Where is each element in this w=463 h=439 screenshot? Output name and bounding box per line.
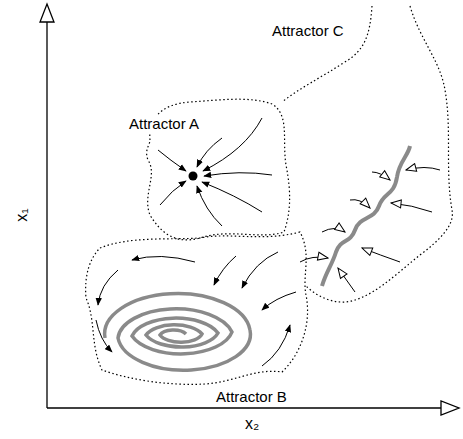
- flow-arrow: [96, 320, 112, 352]
- basin-boundary: [282, 6, 372, 102]
- flow-arrow: [362, 248, 400, 262]
- flow-arrow: [300, 257, 328, 262]
- fixed-point: [189, 172, 198, 181]
- flow-arrow: [372, 172, 390, 180]
- spiral-trajectory: [105, 294, 251, 371]
- flow-arrow: [202, 182, 262, 212]
- basin-region: Attractor B: [78, 224, 328, 408]
- flow-arrow: [350, 200, 370, 208]
- flow-arrow: [160, 181, 186, 205]
- basin-outline: [78, 224, 328, 408]
- flow-arrow: [197, 186, 222, 226]
- axis-arrowhead: [40, 4, 54, 22]
- attractor-label: Attractor C: [270, 22, 346, 39]
- flow-arrow: [204, 173, 272, 176]
- flow-arrow: [322, 229, 345, 233]
- basin-boundary: [305, 6, 452, 302]
- flow-arrows: [96, 252, 296, 366]
- flow-arrow: [132, 256, 195, 262]
- flow-arrows: [158, 118, 272, 226]
- attractor-label: Attractor B: [214, 388, 289, 405]
- basin-outline: [262, 4, 462, 310]
- flow-arrow: [214, 256, 236, 285]
- axis-label: x₂: [244, 415, 260, 433]
- y-axis: [46, 22, 47, 408]
- basin-boundary: [86, 232, 308, 384]
- basin-region: Attractor A: [120, 92, 300, 250]
- flow-arrow: [242, 252, 278, 288]
- flow-arrow: [391, 203, 432, 212]
- axis-label: x₁: [13, 207, 31, 222]
- axes: [40, 4, 459, 415]
- x-axis: [47, 407, 441, 408]
- flow-arrow: [338, 268, 355, 292]
- attractor-label: Attractor A: [127, 115, 201, 132]
- flow-arrow: [98, 270, 118, 305]
- flow-arrow: [262, 292, 296, 310]
- strange-trajectory: [322, 146, 410, 286]
- flow-arrows: [300, 168, 440, 293]
- flow-arrow: [262, 325, 290, 366]
- flow-arrow: [158, 150, 186, 171]
- flow-arrow: [203, 118, 262, 171]
- axis-arrowhead: [441, 401, 459, 415]
- flow-arrow: [406, 168, 440, 171]
- basin-region: Attractor C: [262, 4, 462, 310]
